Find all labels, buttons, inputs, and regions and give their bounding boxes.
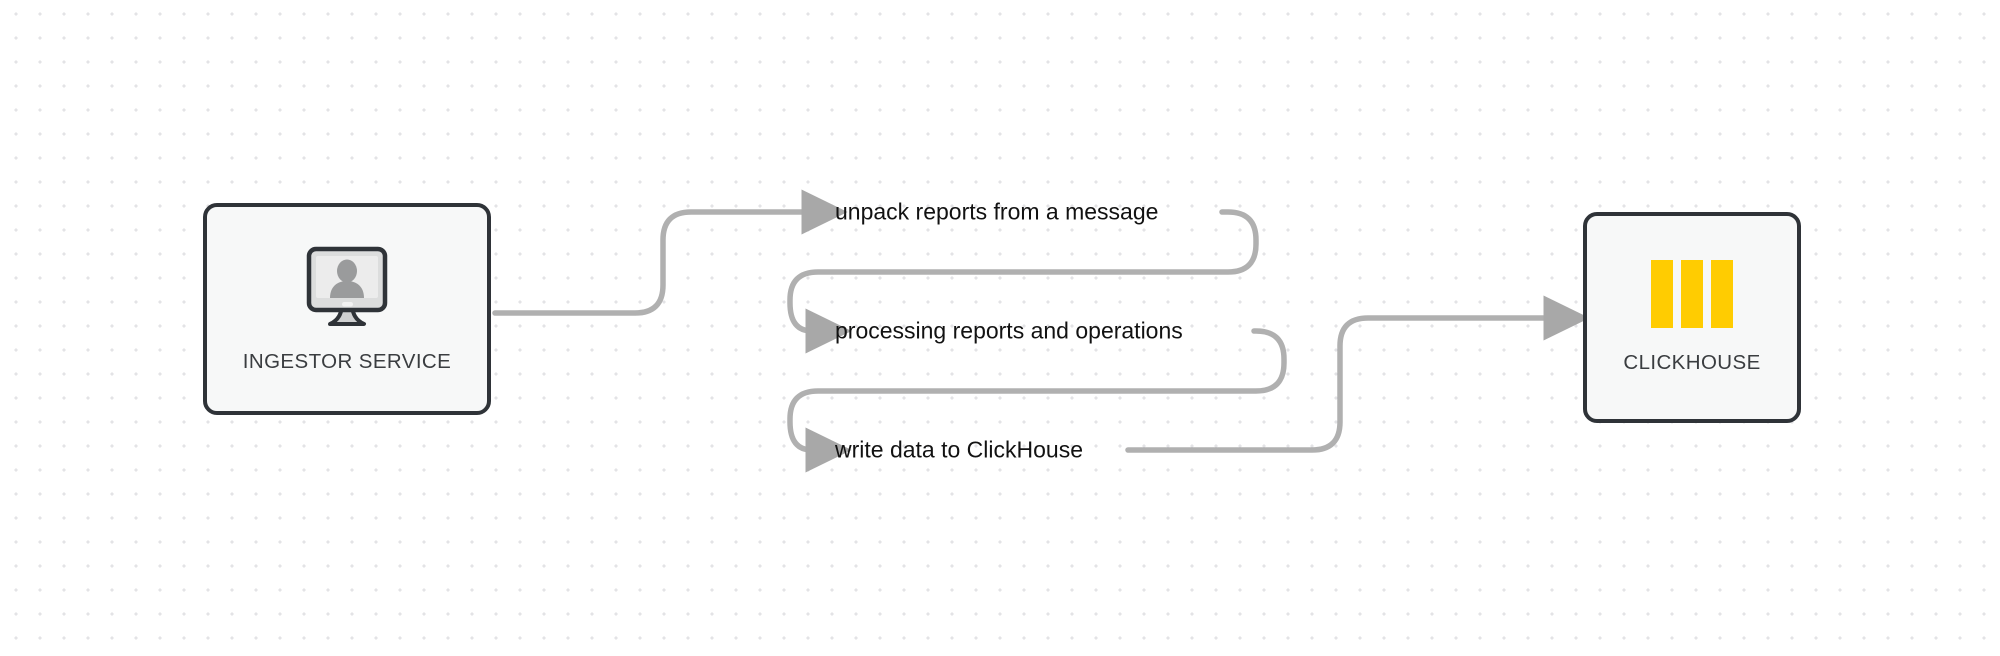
node-label-ingestor-service: INGESTOR SERVICE xyxy=(242,349,452,373)
edge-label-processing: processing reports and operations xyxy=(835,317,1183,344)
edge-write-to-clickhouse xyxy=(1125,295,1590,453)
node-label-clickhouse: CLICKHOUSE xyxy=(1623,351,1761,374)
clickhouse-bars-icon xyxy=(1645,260,1739,333)
node-ingestor-service[interactable]: INGESTOR SERVICE xyxy=(203,203,491,415)
monitor-user-icon xyxy=(299,245,395,336)
edge-label-unpack: unpack reports from a message xyxy=(835,198,1159,225)
node-clickhouse[interactable]: CLICKHOUSE xyxy=(1583,212,1801,423)
edge-ingestor-to-unpack xyxy=(492,189,848,316)
edge-unpack-to-processing xyxy=(787,209,1259,354)
edge-label-write: write data to ClickHouse xyxy=(835,436,1083,463)
edge-processing-to-write xyxy=(787,328,1287,473)
